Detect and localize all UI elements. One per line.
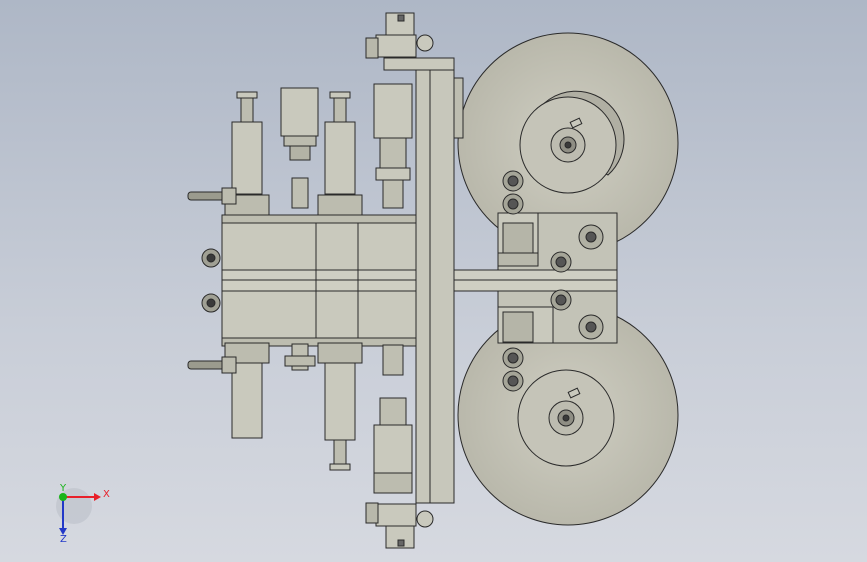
roller-upper-1 <box>502 170 524 192</box>
upper-handle <box>187 187 237 205</box>
lower-cylinder-2 <box>317 342 363 471</box>
roller-mid-lower <box>550 289 572 311</box>
bottom-bracket <box>365 344 434 549</box>
roller-mid-upper <box>550 251 572 273</box>
y-axis-label: Y <box>59 483 67 494</box>
upper-cylinder-2 <box>317 91 363 216</box>
lower-motor-block <box>284 343 316 371</box>
x-axis-label: X <box>103 489 110 500</box>
roller-upper-2 <box>502 193 524 215</box>
left-knob-lower <box>201 293 221 313</box>
left-knob-upper <box>201 248 221 268</box>
lower-handle <box>187 356 237 374</box>
top-bracket <box>365 12 455 209</box>
left-housing-block <box>221 214 418 347</box>
axis-triad: X Y Z <box>56 483 110 545</box>
z-axis-label: Z <box>60 534 67 545</box>
roller-lower-2 <box>502 370 524 392</box>
right-hub-lower <box>578 314 604 340</box>
upper-cylinder-1 <box>224 91 270 216</box>
roller-lower-1 <box>502 347 524 369</box>
right-hub-upper <box>578 224 604 250</box>
upper-motor-block <box>280 87 319 209</box>
